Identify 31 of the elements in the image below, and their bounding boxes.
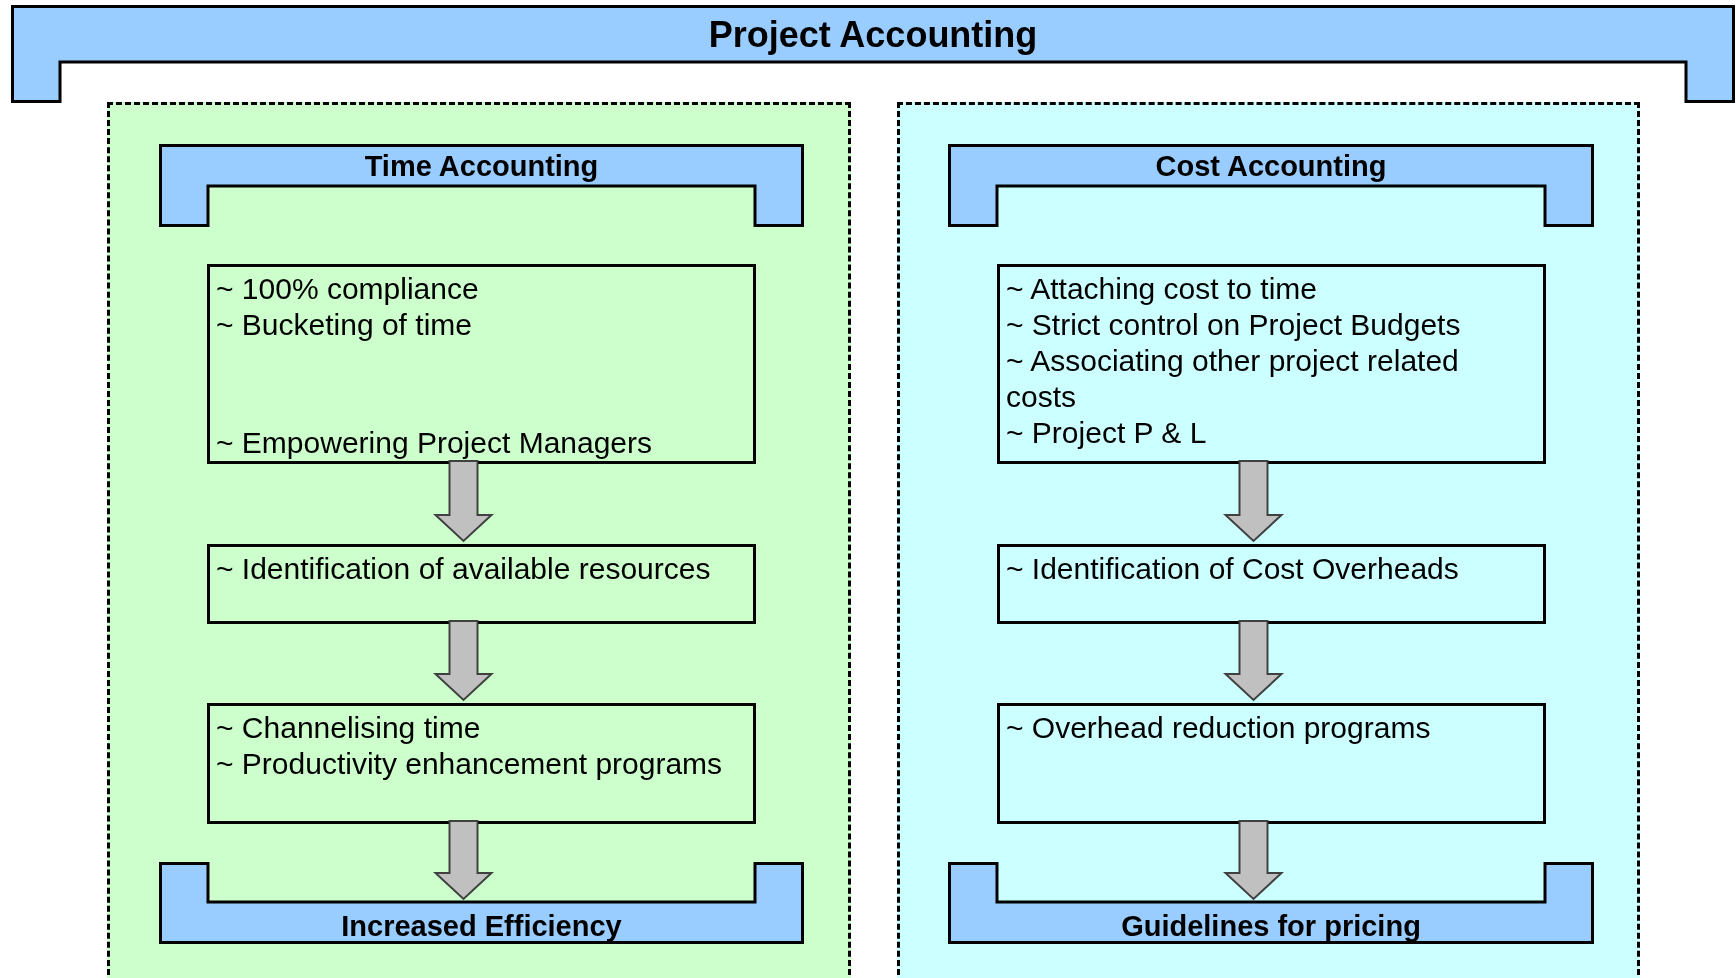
heading-text: Cost Accounting [1155, 149, 1387, 184]
bullet-text: ~ Empowering Project Managers [216, 425, 654, 461]
title-text: Project Accounting [708, 13, 1038, 57]
bullet-text: ~ Bucketing of time [216, 307, 473, 343]
block-arrow [1222, 820, 1285, 901]
dashed-panel [107, 102, 851, 978]
bullet-text: ~ Associating other project related costs [1006, 343, 1460, 415]
process-box [997, 703, 1546, 824]
block-arrow [432, 460, 495, 543]
process-box [207, 264, 756, 464]
bullet-text: ~ Project P & L [1006, 415, 1208, 451]
bullet-text: ~ 100% compliance [216, 271, 480, 307]
block-arrow [432, 620, 495, 702]
block-arrow [1222, 620, 1285, 702]
bullet-text: ~ Channelising time [216, 710, 482, 746]
process-box [997, 544, 1546, 624]
bullet-text: ~ Attaching cost to time [1006, 271, 1318, 307]
bullet-text: ~ Identification of Cost Overheads [1006, 551, 1460, 587]
bullet-text: ~ Strict control on Project Budgets [1006, 307, 1462, 343]
bullet-text: ~ Identification of available resources [216, 551, 712, 587]
outcome-text: Increased Efficiency [341, 909, 622, 944]
bullet-text: ~ Productivity enhancement programs [216, 746, 724, 782]
outcome-text: Guidelines for pricing [1121, 909, 1421, 944]
block-arrow [432, 820, 495, 901]
heading-text: Time Accounting [364, 149, 599, 184]
dashed-panel [897, 102, 1640, 978]
process-box [997, 264, 1546, 464]
bullet-text: ~ Overhead reduction programs [1006, 710, 1432, 746]
process-box [207, 544, 756, 624]
process-box [207, 703, 756, 824]
block-arrow [1222, 460, 1285, 543]
